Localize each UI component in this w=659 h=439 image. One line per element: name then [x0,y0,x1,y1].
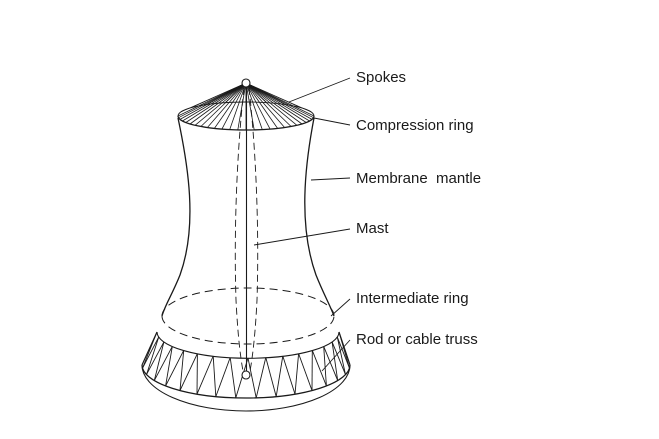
truss-diagonal [331,341,346,375]
truss-diagonal [165,346,173,386]
truss-diagonal [336,336,350,369]
truss-diagonal [323,346,339,381]
mast-base-knob [241,370,251,380]
membrane-mantle-right [304,117,335,317]
label-intermediate-ring: Intermediate ring [356,290,469,307]
spoke-line [245,82,263,130]
spoke-line [237,82,247,130]
spoke-line [185,82,247,123]
truss-diagonal [338,331,350,369]
truss-diagonal [215,357,231,397]
leader-membrane-mantle [310,177,351,181]
truss-top-chord [156,331,340,359]
leader-spokes [288,77,351,103]
truss-diagonal [331,341,339,381]
truss-diagonal [153,341,165,381]
spoke-line [214,82,247,129]
membrane-mantle-left [161,117,191,317]
label-mast: Mast [356,220,389,237]
truss-diagonal [212,355,217,397]
truss-diagonal [196,355,214,395]
truss-diagonal [282,355,296,395]
truss-diagonals [142,331,350,398]
truss-diagonal [294,353,300,395]
intermediate-ring-front [161,315,335,345]
truss-diagonal [311,350,327,387]
spoke-line [245,82,315,117]
spoke-line [245,82,298,126]
spoke-line [245,82,255,130]
truss-diagonal [142,336,160,369]
truss-diagonal [142,331,158,369]
label-rod-or-cable-truss: Rod or cable truss [356,331,478,348]
leader-mast [253,228,351,246]
leader-intermediate-ring [330,298,351,317]
spoke-line [245,82,278,129]
spoke-line [221,82,247,130]
truss-diagonal [146,336,160,375]
spoke-line [224,82,247,103]
spoke-line [245,82,310,122]
spoke-line [245,82,285,128]
intermediate-ring-back [161,287,335,317]
truss-diagonal [265,357,277,397]
spoke-line [245,82,271,130]
label-compression-ring: Compression ring [356,117,474,134]
truss-diagonal [153,346,173,381]
truss-diagonal [255,357,267,398]
base-outer-rim [141,364,351,412]
truss-diagonal [275,355,284,397]
spoke-line [194,82,247,126]
mast-top-knob [241,78,251,88]
truss-diagonal [298,353,313,391]
truss-diagonal [179,353,198,391]
truss-diagonal [146,341,165,375]
truss-diagonal [235,357,249,398]
truss-diagonal [323,346,327,386]
spoke-line [245,82,311,112]
spoke-line [182,82,247,122]
spoke-line [205,82,247,105]
mast-right-dashed [248,87,259,372]
leader-rod-or-cable-truss [321,339,351,372]
truss-diagonal [179,350,185,391]
truss-diagonal [336,337,346,375]
label-spokes: Spokes [356,69,407,86]
spoke-line [190,82,247,109]
spoke-line [245,82,307,123]
label-membrane-mantle: Membrane mantle [356,170,482,187]
truss-diagonal [165,350,185,387]
leader-compression-ring [313,117,351,126]
spoke-line [245,82,287,105]
truss-diagonal [247,357,257,398]
mast-left-dashed [234,87,245,372]
spoke-line [245,82,268,103]
truss-diagonal [229,357,237,398]
truss-bottom-chord [141,364,351,399]
spoke-line [207,82,247,128]
